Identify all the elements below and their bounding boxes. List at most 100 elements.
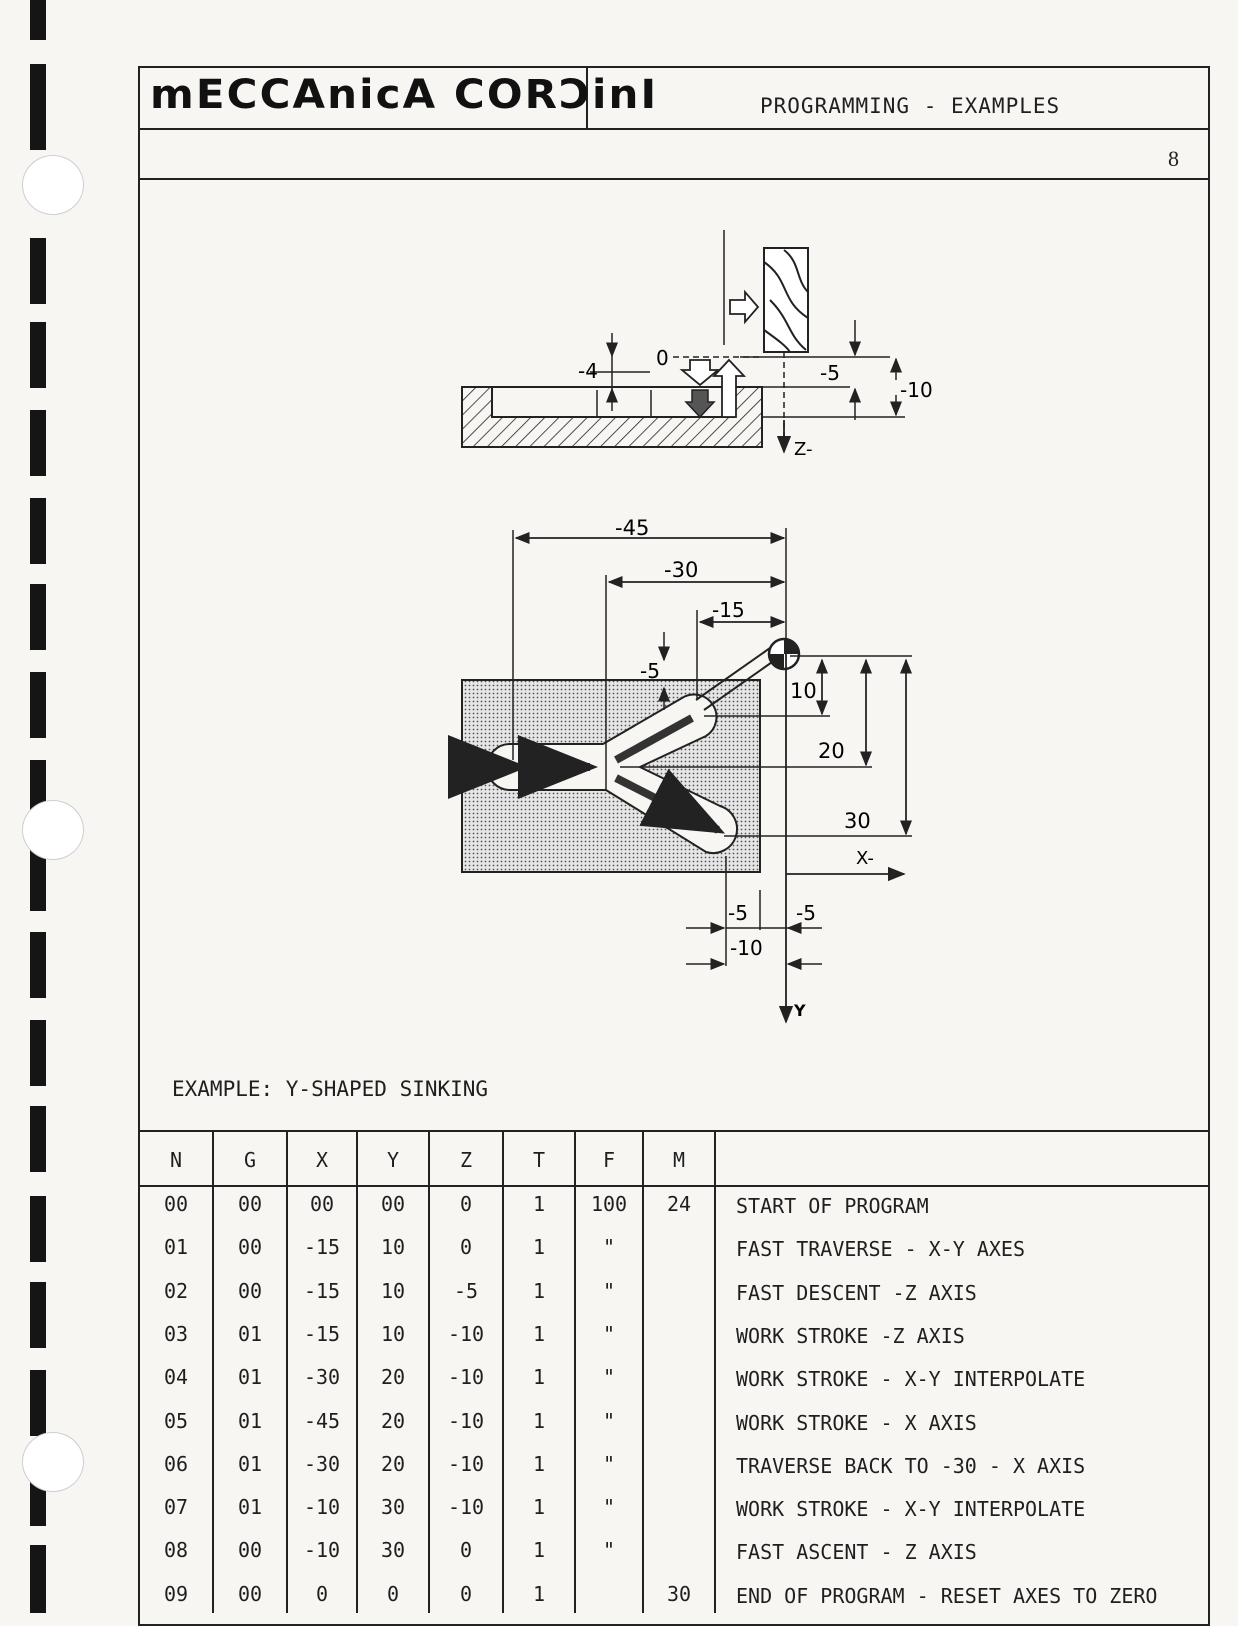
table-cell-f: " [602,1538,616,1563]
table-cell-comment: WORK STROKE - X-Y INTERPOLATE [736,1367,1086,1392]
table-cell-f: 100 [590,1192,628,1216]
dim-minus5-right-label: -5 [796,901,816,925]
table-cell-n: 00 [163,1192,189,1216]
table-cell-g: 00 [237,1581,263,1606]
dim-minus5-side-label: -5 [820,361,840,385]
table-column-rule [286,1130,288,1613]
binder-mark [30,1020,46,1086]
work-stroke-arrow [684,389,716,419]
dim-minus4-label: -4 [578,359,598,383]
table-cell-g: 00 [237,1192,263,1216]
dim-x30-label: -30 [664,558,698,582]
traverse-arrow [729,289,760,325]
table-header-n: N [169,1148,183,1172]
descend-arrow [679,359,721,387]
binder-mark [30,1106,46,1172]
table-cell-f: " [602,1365,616,1390]
dim-y30-label: 30 [844,809,871,833]
dim-zero-label: 0 [656,346,669,370]
table-cell-f: " [602,1235,616,1260]
table-cell-comment: START OF PROGRAM [736,1194,929,1218]
binder-mark [30,1545,46,1613]
table-cell-y: 20 [380,1451,406,1476]
table-cell-t: 1 [532,1235,546,1260]
dim-minus10-side-label: -10 [900,378,933,402]
table-cell-y: 20 [380,1408,406,1433]
table-header-m: M [672,1148,686,1172]
table-cell-comment: END OF PROGRAM - RESET AXES TO ZERO [736,1583,1158,1608]
table-cell-n: 02 [163,1278,189,1303]
table-cell-n: 03 [163,1321,189,1346]
table-cell-n: 09 [163,1581,189,1606]
table-cell-m: 30 [666,1581,692,1606]
table-cell-y: 10 [380,1235,406,1260]
table-cell-x: -30 [303,1365,341,1390]
table-cell-z: -10 [447,1365,485,1390]
table-cell-g: 01 [237,1408,263,1433]
y-axis-label: Y [793,1001,806,1020]
table-cell-x: -45 [303,1408,341,1433]
origin-marker [767,637,801,671]
table-cell-g: 00 [237,1278,263,1303]
table-cell-z: 0 [459,1538,473,1563]
company-logo: mECCAnicA CORƆinI [150,72,659,118]
table-header-t: T [532,1148,546,1172]
table-cell-y: 20 [380,1365,406,1390]
binder-mark [30,322,46,388]
table-cell-x: -15 [303,1321,341,1346]
table-cell-x: 0 [315,1581,329,1606]
x-axis-label: X- [856,848,874,869]
table-cell-z: 0 [459,1192,473,1216]
end-mill-tool [763,247,809,353]
dim-y10-label: 10 [790,679,817,703]
table-cell-t: 1 [532,1581,546,1606]
table-cell-n: 07 [163,1495,189,1520]
punch-hole [22,155,84,215]
table-cell-g: 00 [237,1235,263,1260]
table-cell-t: 1 [532,1538,546,1563]
table-header-z: Z [459,1148,473,1172]
table-cell-z: -10 [447,1321,485,1346]
page-number: 8 [1168,146,1179,171]
table-column-rule [356,1130,358,1613]
binder-mark [30,64,46,150]
table-cell-x: -15 [303,1235,341,1260]
punch-hole [22,1432,84,1492]
example-title: EXAMPLE: Y-SHAPED SINKING [172,1077,489,1101]
binder-mark [30,238,46,304]
table-cell-y: 30 [380,1495,406,1520]
table-cell-f: " [602,1408,616,1433]
binder-mark [30,672,46,738]
document-title: PROGRAMMING - EXAMPLES [760,94,1061,118]
table-cell-y: 00 [380,1192,406,1216]
table-column-rule [502,1130,504,1613]
table-cell-t: 1 [532,1192,546,1216]
binder-mark [30,845,46,911]
table-top-rule [138,1130,1210,1132]
table-cell-g: 01 [237,1451,263,1476]
binder-mark [30,1370,46,1436]
table-cell-t: 1 [532,1365,546,1390]
binder-mark [30,0,46,40]
binder-mark [30,410,46,476]
table-cell-t: 1 [532,1495,546,1520]
table-column-rule [428,1130,430,1613]
table-header-rule [138,1185,1210,1187]
table-cell-z: -5 [453,1278,479,1303]
table-cell-g: 01 [237,1495,263,1520]
table-header-x: X [315,1148,329,1172]
table-cell-y: 0 [386,1581,400,1606]
header-separator [586,66,588,128]
table-cell-z: -10 [447,1495,485,1520]
table-cell-n: 04 [163,1365,189,1390]
side-view [461,230,905,454]
binder-mark [30,932,46,998]
table-cell-f: " [602,1495,616,1520]
table-cell-comment: WORK STROKE - X AXIS [736,1410,977,1435]
table-cell-z: 0 [459,1581,473,1606]
table-header-y: Y [386,1148,400,1172]
table-header-g: G [243,1148,257,1172]
table-cell-n: 01 [163,1235,189,1260]
